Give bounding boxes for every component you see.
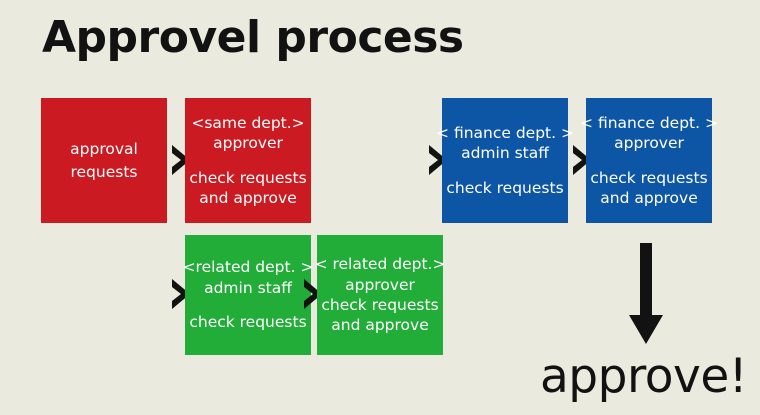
box-role-group: <same dept.> approver: [191, 113, 304, 154]
box-line: and approve: [331, 316, 429, 335]
box-role-group: < finance dept. > admin staff: [436, 123, 574, 164]
box-role-group: < finance dept. > approver: [580, 113, 718, 154]
box-line: approver: [213, 134, 283, 153]
box-action-group: check requests: [189, 312, 306, 332]
box-line: check requests: [446, 178, 564, 197]
box-line: check requests: [189, 313, 307, 332]
box-line: requests: [70, 162, 138, 181]
box-action-group: check requests and approve: [590, 168, 707, 209]
box-line: admin staff: [204, 278, 292, 297]
box-line: approver: [614, 134, 684, 153]
box-action-group: check requests and approve: [321, 295, 438, 336]
box-line: <related dept. >: [182, 258, 314, 277]
box-action-group: check requests and approve: [189, 168, 306, 209]
box-line: admin staff: [461, 144, 549, 163]
result-label: approve!: [540, 349, 748, 404]
box-line: and approve: [600, 188, 698, 207]
process-box-finance-dept-approver[interactable]: < finance dept. > approver check request…: [580, 98, 718, 223]
process-box-related-dept-admin-staff[interactable]: <related dept. > admin staff check reque…: [183, 235, 314, 355]
box-action-group: check requests: [446, 178, 563, 198]
page-title: Approvel process: [42, 12, 464, 63]
arrow-down-icon: [625, 243, 667, 346]
box-line: < related dept.>: [314, 255, 446, 274]
box-line: check requests: [590, 168, 708, 187]
box-line: <same dept.>: [191, 113, 305, 132]
box-line: approval: [70, 140, 138, 159]
process-box-related-dept-approver[interactable]: < related dept.> approver check requests…: [315, 235, 446, 355]
process-box-same-dept-approver[interactable]: <same dept.> approver check requests and…: [185, 98, 311, 223]
box-action-group: approval requests: [70, 138, 138, 183]
box-line: approver: [345, 275, 415, 294]
box-role-group: < related dept.> approver: [315, 254, 446, 295]
box-line: < finance dept. >: [436, 123, 574, 142]
process-box-finance-dept-admin-staff[interactable]: < finance dept. > admin staff check requ…: [436, 98, 574, 223]
box-line: check requests: [189, 168, 307, 187]
box-line: < finance dept. >: [580, 113, 718, 132]
process-box-approval-requests[interactable]: approval requests: [41, 98, 167, 223]
box-role-group: <related dept. > admin staff: [183, 257, 314, 298]
box-line: and approve: [199, 188, 297, 207]
box-line: check requests: [321, 296, 439, 314]
